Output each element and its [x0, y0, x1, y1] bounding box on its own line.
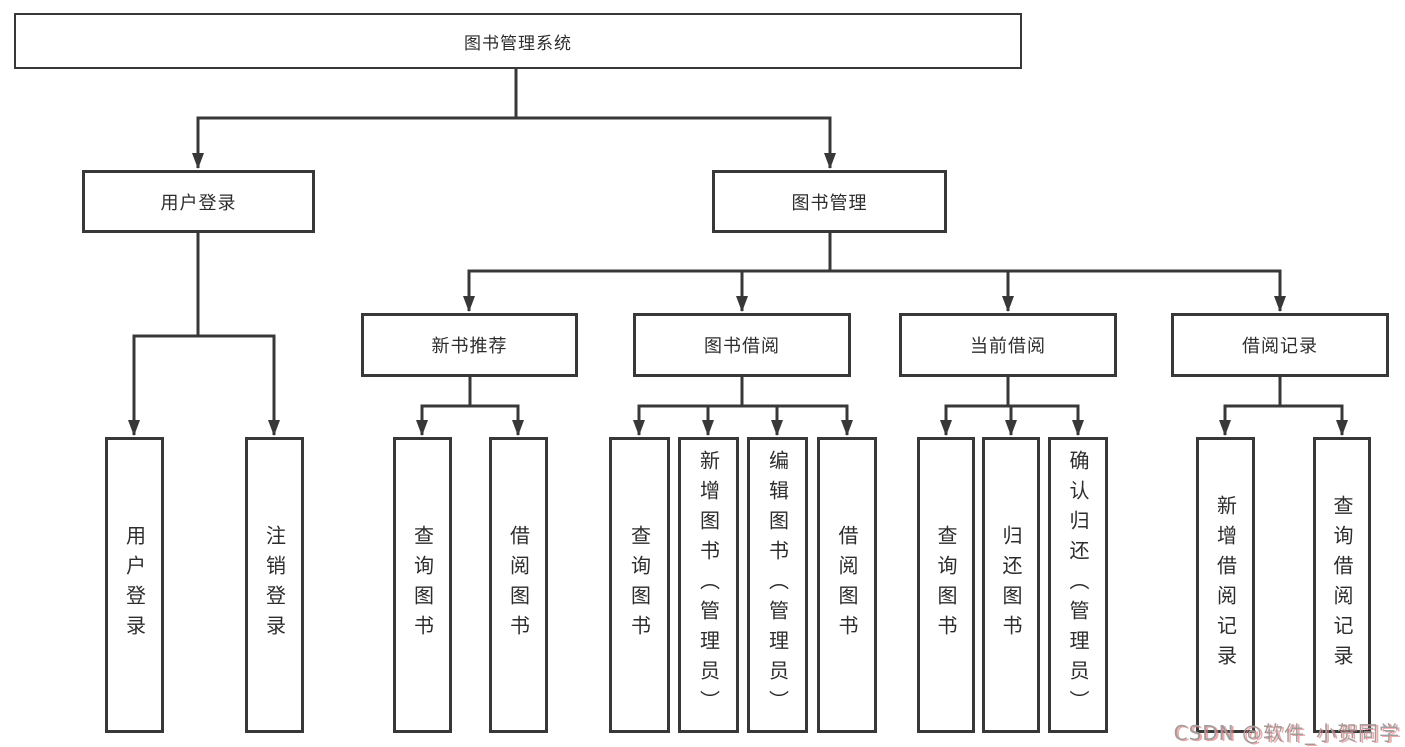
node-label: 图书管理 [791, 192, 868, 214]
connector-borrow-records [1219, 377, 1348, 436]
node-book-management: 图书管理 [712, 170, 947, 233]
node-user-login: 用户登录 [82, 170, 315, 233]
connector-current-borrow [940, 377, 1084, 436]
leaf-label: 归还图书 [999, 525, 1023, 645]
node-book-borrow: 图书借阅 [633, 313, 851, 377]
leaf-label: 查询图书 [410, 525, 435, 645]
connector-book-borrow [633, 377, 853, 436]
leaf-query-books-recommend: 查询图书 [393, 437, 452, 733]
connector-book-management [463, 233, 1286, 312]
leaf-query-borrow-record: 查询借阅记录 [1313, 437, 1371, 733]
leaf-label: 确认归还（管理员） [1066, 450, 1090, 720]
leaf-label: 编辑图书（管理员） [765, 450, 790, 720]
leaf-query-books-current: 查询图书 [917, 437, 975, 733]
leaf-add-borrow-record: 新增借阅记录 [1196, 437, 1255, 733]
leaf-label: 用户登录 [122, 525, 147, 645]
node-current-borrow: 当前借阅 [899, 313, 1117, 377]
node-label: 图书借阅 [704, 336, 780, 357]
connector-new-book-recommend [416, 377, 524, 436]
leaf-edit-book-admin: 编辑图书（管理员） [747, 437, 808, 733]
leaf-logout: 注销登录 [245, 437, 304, 733]
node-label: 图书管理系统 [464, 33, 572, 54]
leaf-label: 查询图书 [627, 525, 652, 645]
leaf-label: 借阅图书 [506, 525, 531, 645]
node-library-management-system: 图书管理系统 [14, 13, 1022, 69]
node-label: 用户登录 [160, 192, 237, 214]
csdn-watermark: CSDN @软件_小贺同学 [1173, 721, 1400, 745]
leaf-borrow-books-2: 借阅图书 [817, 437, 877, 733]
leaf-query-books-borrow: 查询图书 [609, 437, 670, 733]
leaf-add-book-admin: 新增图书（管理员） [678, 437, 739, 733]
leaf-label: 查询借阅记录 [1330, 495, 1354, 675]
connector-root [192, 68, 836, 169]
leaf-label: 查询图书 [934, 525, 958, 645]
connector-user-login [128, 233, 280, 436]
node-label: 当前借阅 [970, 336, 1046, 357]
node-new-book-recommend: 新书推荐 [361, 313, 578, 377]
leaf-label: 借阅图书 [835, 525, 859, 645]
node-label: 借阅记录 [1242, 336, 1318, 357]
leaf-label: 新增借阅记录 [1213, 495, 1238, 675]
leaf-user-login: 用户登录 [105, 437, 164, 733]
leaf-label: 新增图书（管理员） [696, 450, 721, 720]
leaf-return-books: 归还图书 [982, 437, 1040, 733]
leaf-label: 注销登录 [262, 525, 287, 645]
node-borrow-records: 借阅记录 [1171, 313, 1389, 377]
leaf-confirm-return-admin: 确认归还（管理员） [1048, 437, 1108, 733]
node-label: 新书推荐 [431, 336, 508, 357]
leaf-borrow-books-recommend: 借阅图书 [489, 437, 548, 733]
